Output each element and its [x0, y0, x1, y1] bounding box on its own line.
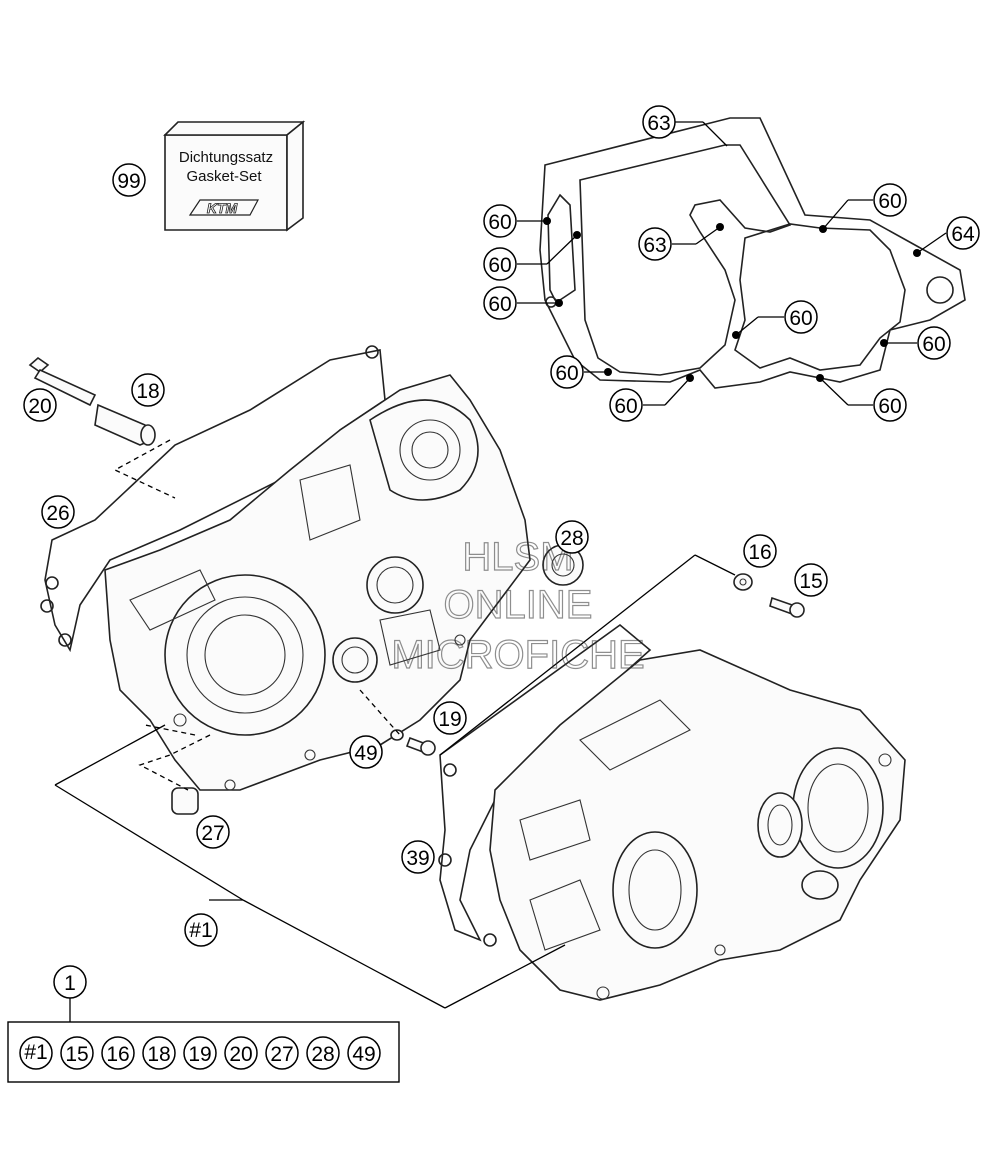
- svg-text:KTM: KTM: [207, 200, 238, 216]
- svg-text:16: 16: [106, 1043, 129, 1066]
- callout-60-e[interactable]: 60: [609, 388, 643, 422]
- svg-text:99: 99: [117, 170, 140, 193]
- svg-text:#1: #1: [24, 1041, 47, 1064]
- svg-text:18: 18: [136, 380, 159, 403]
- callout-63-inner[interactable]: 63: [638, 227, 672, 261]
- dashed-assembly-lines: [113, 439, 401, 791]
- callout-39[interactable]: 39: [401, 840, 435, 874]
- svg-text:39: 39: [406, 847, 429, 870]
- callout-99[interactable]: 99: [112, 163, 146, 197]
- kit-item-49[interactable]: 49: [347, 1036, 381, 1070]
- svg-text:#1: #1: [189, 919, 212, 942]
- gasket-set-label-de: Dichtungssatz: [179, 149, 273, 166]
- kit-item-20[interactable]: 20: [224, 1036, 258, 1070]
- svg-text:ONLINE: ONLINE: [444, 583, 593, 627]
- screw-19: [405, 736, 436, 756]
- svg-text:20: 20: [28, 395, 51, 418]
- svg-text:15: 15: [799, 570, 822, 593]
- svg-text:MICROFICHE: MICROFICHE: [391, 633, 644, 677]
- right-crankcase-half: [438, 623, 906, 1001]
- svg-text:26: 26: [46, 502, 69, 525]
- svg-text:60: 60: [789, 307, 812, 330]
- callout-1[interactable]: 1: [53, 965, 87, 999]
- callout-26[interactable]: 26: [41, 495, 75, 529]
- svg-text:60: 60: [614, 395, 637, 418]
- gasket-set-label-en: Gasket-Set: [186, 168, 262, 185]
- callout-49[interactable]: 49: [349, 735, 383, 769]
- svg-text:64: 64: [951, 223, 975, 246]
- kit-contents-box: #1 15 16 18 19 20 27 28 49: [7, 1021, 400, 1083]
- svg-text:19: 19: [188, 1043, 211, 1066]
- svg-text:49: 49: [352, 1043, 375, 1066]
- svg-text:28: 28: [311, 1043, 334, 1066]
- callout-60-d[interactable]: 60: [550, 355, 584, 389]
- kit-item-hash1[interactable]: #1: [19, 1036, 53, 1070]
- svg-text:27: 27: [201, 822, 224, 845]
- dowel-18: [94, 403, 156, 446]
- svg-text:60: 60: [878, 395, 901, 418]
- callout-60-g[interactable]: 60: [917, 326, 951, 360]
- clutch-cover-gasket: [539, 117, 966, 389]
- svg-text:18: 18: [147, 1043, 170, 1066]
- callout-64[interactable]: 64: [946, 216, 980, 250]
- kit-item-18[interactable]: 18: [142, 1036, 176, 1070]
- svg-text:60: 60: [488, 211, 511, 234]
- callout-60-a[interactable]: 60: [483, 204, 517, 238]
- washer-16: [733, 573, 753, 591]
- callout-60-f[interactable]: 60: [873, 388, 907, 422]
- kit-item-28[interactable]: 28: [306, 1036, 340, 1070]
- callout-27[interactable]: 27: [196, 815, 230, 849]
- kit-item-27[interactable]: 27: [265, 1036, 299, 1070]
- callout-28[interactable]: 28: [555, 520, 589, 554]
- callout-19[interactable]: 19: [433, 701, 467, 735]
- callout-60-c[interactable]: 60: [483, 286, 517, 320]
- svg-text:HLSM: HLSM: [462, 535, 573, 579]
- kit-item-16[interactable]: 16: [101, 1036, 135, 1070]
- kit-contents-list: #1 15 16 18 19 20 27 28 49: [19, 1036, 381, 1070]
- kit-item-19[interactable]: 19: [183, 1036, 217, 1070]
- svg-text:16: 16: [748, 541, 771, 564]
- svg-text:49: 49: [354, 742, 377, 765]
- svg-text:60: 60: [488, 293, 511, 316]
- callout-60-mid[interactable]: 60: [784, 300, 818, 334]
- svg-text:28: 28: [560, 527, 583, 550]
- svg-text:19: 19: [438, 708, 461, 731]
- svg-text:63: 63: [647, 112, 670, 135]
- svg-text:60: 60: [922, 333, 945, 356]
- svg-text:20: 20: [229, 1043, 252, 1066]
- callout-20[interactable]: 20: [23, 388, 57, 422]
- kit-item-15[interactable]: 15: [60, 1036, 94, 1070]
- svg-text:60: 60: [555, 362, 578, 385]
- callout-16[interactable]: 16: [743, 534, 777, 568]
- left-crankcase-half: [40, 345, 531, 791]
- callout-15[interactable]: 15: [794, 563, 828, 597]
- dowel-27: [171, 787, 199, 815]
- screw-20: [28, 356, 97, 407]
- svg-text:60: 60: [878, 190, 901, 213]
- svg-text:1: 1: [64, 972, 76, 995]
- svg-text:15: 15: [65, 1043, 88, 1066]
- ktm-logo: KTM: [188, 199, 259, 216]
- callout-18[interactable]: 18: [131, 373, 165, 407]
- washer-49: [390, 729, 404, 741]
- leader-lines: [54, 121, 947, 1022]
- screw-15: [769, 596, 805, 618]
- svg-text:63: 63: [643, 234, 666, 257]
- callout-hash1[interactable]: #1: [184, 913, 218, 947]
- watermark: HLSM ONLINE MICROFICHE: [391, 534, 646, 677]
- gasket-set-box: Dichtungssatz Gasket-Set KTM: [163, 120, 306, 232]
- callout-60-h[interactable]: 60: [873, 183, 907, 217]
- callout-60-b[interactable]: 60: [483, 247, 517, 281]
- svg-text:60: 60: [488, 254, 511, 277]
- callout-63-top[interactable]: 63: [642, 105, 676, 139]
- callouts: 99 63 63 60 60 60 60 60 60 60 60 60 64 2…: [23, 105, 980, 999]
- svg-text:27: 27: [270, 1043, 293, 1066]
